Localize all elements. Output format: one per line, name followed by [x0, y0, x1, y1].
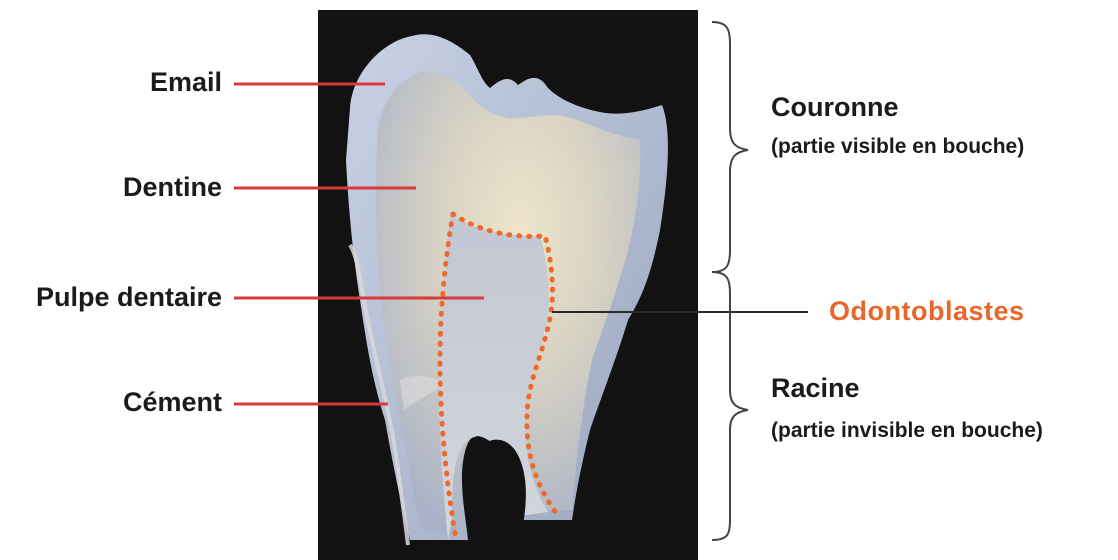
- label-odontoblastes: Odontoblastes: [829, 298, 1025, 325]
- label-email: Email: [0, 69, 222, 96]
- label-dentine: Dentine: [0, 174, 222, 201]
- couronne-brace: [712, 22, 748, 272]
- label-pulpe-dentaire: Pulpe dentaire: [0, 284, 222, 311]
- label-racine-description: (partie invisible en bouche): [771, 420, 1043, 441]
- label-cement: Cément: [0, 389, 222, 416]
- label-racine: Racine: [771, 375, 860, 402]
- label-couronne-description: (partie visible en bouche): [771, 136, 1024, 157]
- label-couronne: Couronne: [771, 94, 899, 121]
